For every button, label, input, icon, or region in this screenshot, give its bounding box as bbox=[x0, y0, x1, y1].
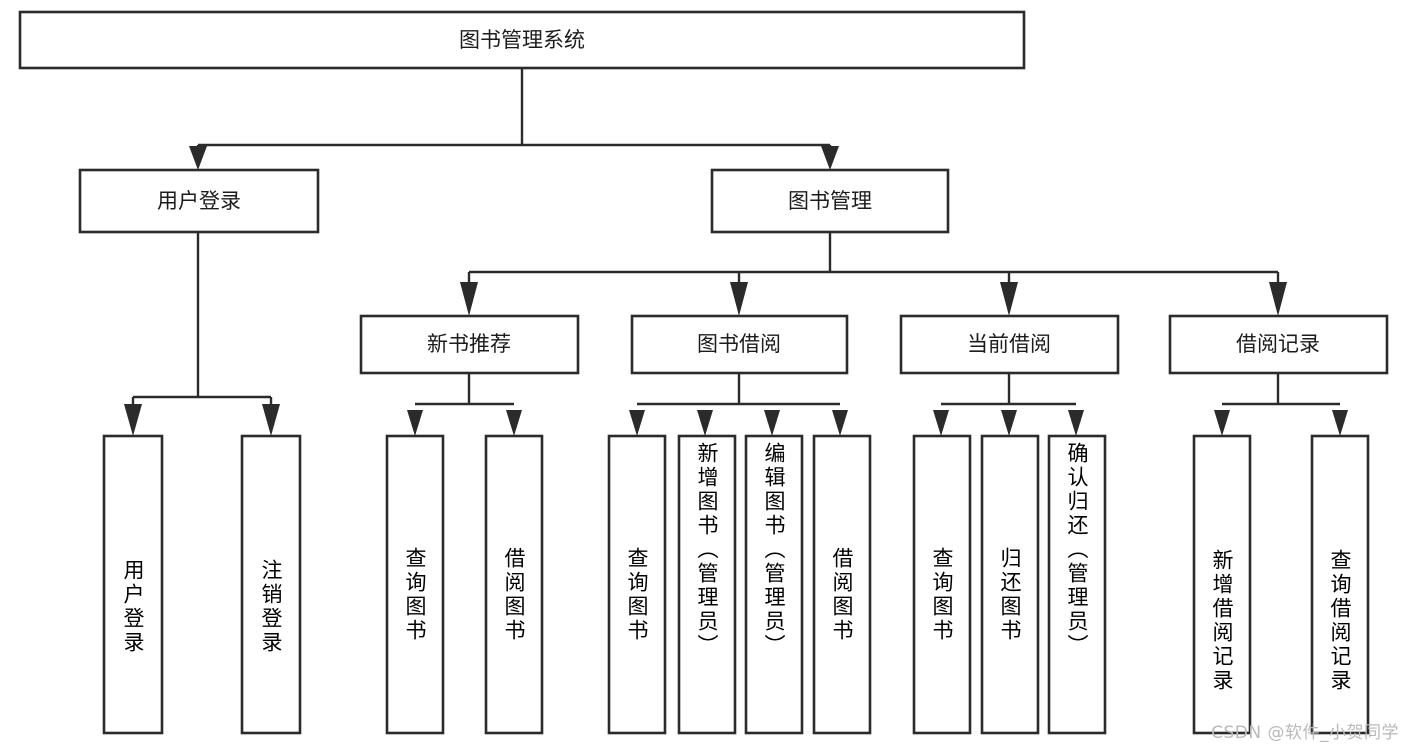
node-leaf-logout-login-label: 注销登录 bbox=[259, 559, 283, 655]
csdn-watermark: CSDN @软件_小贺同学 bbox=[1211, 723, 1399, 743]
node-leaf-borrow-book-2-box[interactable] bbox=[812, 434, 872, 735]
node-leaf-user-login-label: 用户登录 bbox=[121, 559, 145, 655]
node-leaf-borrow-book-1-box[interactable] bbox=[484, 434, 544, 735]
node-leaf-edit-book-box[interactable] bbox=[744, 434, 804, 735]
node-leaf-add-record-label: 新增借阅记录 bbox=[1210, 549, 1234, 693]
node-leaf-confirm-return[interactable]: 确认归还（管理员） bbox=[1047, 434, 1107, 735]
node-current-borrow[interactable]: 当前借阅 bbox=[899, 314, 1120, 375]
arrow-to-borrow-record bbox=[1269, 282, 1287, 316]
node-leaf-logout-login-box[interactable] bbox=[240, 434, 302, 735]
node-current-borrow-box[interactable] bbox=[899, 314, 1120, 375]
arrow-to-leaf-query-book-1 bbox=[407, 410, 423, 436]
node-leaf-query-book-1[interactable]: 查询图书 bbox=[385, 434, 445, 735]
connector-layer bbox=[124, 68, 1348, 436]
node-leaf-return-book-label: 归还图书 bbox=[998, 547, 1022, 643]
node-leaf-add-book-label: 新增图书（管理员） bbox=[695, 442, 719, 658]
node-leaf-query-record[interactable]: 查询借阅记录 bbox=[1310, 434, 1370, 735]
node-leaf-query-book-3[interactable]: 查询图书 bbox=[912, 434, 972, 735]
arrow-to-leaf-confirm-return bbox=[1068, 410, 1084, 436]
arrow-to-current-borrow bbox=[1000, 282, 1018, 316]
node-new-book-recommend-label: 新书推荐 bbox=[427, 332, 511, 356]
arrow-to-leaf-borrow-book-1 bbox=[506, 410, 522, 436]
arrow-to-leaf-query-book-3 bbox=[933, 410, 949, 436]
arrow-to-leaf-query-book-2 bbox=[629, 410, 645, 436]
arrow-to-leaf-query-record bbox=[1332, 410, 1348, 436]
node-leaf-edit-book[interactable]: 编辑图书（管理员） bbox=[744, 434, 804, 735]
arrow-to-user-login bbox=[189, 146, 207, 170]
arrow-to-leaf-add-record bbox=[1214, 410, 1230, 436]
arrow-to-leaf-user-login bbox=[124, 404, 142, 436]
node-borrow-record[interactable]: 借阅记录 bbox=[1168, 314, 1389, 375]
node-new-book-recommend-box[interactable] bbox=[359, 314, 580, 375]
node-leaf-borrow-book-1[interactable]: 借阅图书 bbox=[484, 434, 544, 735]
node-leaf-return-book[interactable]: 归还图书 bbox=[980, 434, 1040, 735]
node-book-borrow-box[interactable] bbox=[630, 314, 849, 375]
node-leaf-query-record-label: 查询借阅记录 bbox=[1328, 549, 1352, 693]
node-borrow-record-box[interactable] bbox=[1168, 314, 1389, 375]
node-user-login[interactable]: 用户登录 bbox=[78, 168, 320, 234]
node-leaf-return-book-box[interactable] bbox=[980, 434, 1040, 735]
arrow-to-leaf-edit-book bbox=[764, 410, 780, 436]
node-leaf-edit-book-label: 编辑图书（管理员） bbox=[762, 442, 786, 658]
node-leaf-query-book-3-label: 查询图书 bbox=[930, 547, 954, 643]
node-leaf-query-book-1-box[interactable] bbox=[385, 434, 445, 735]
arrow-to-new-book-recommend bbox=[460, 282, 478, 316]
node-leaf-user-login-box[interactable] bbox=[102, 434, 164, 735]
arrow-to-book-manage bbox=[821, 146, 839, 170]
node-leaf-user-login[interactable]: 用户登录 bbox=[102, 434, 164, 735]
node-leaf-add-book[interactable]: 新增图书（管理员） bbox=[677, 434, 737, 735]
node-root[interactable]: 图书管理系统 bbox=[18, 10, 1026, 70]
node-leaf-add-book-box[interactable] bbox=[677, 434, 737, 735]
node-leaf-query-record-box[interactable] bbox=[1310, 434, 1370, 735]
arrow-to-leaf-borrow-book-2 bbox=[832, 410, 848, 436]
node-book-manage-box[interactable] bbox=[710, 168, 950, 234]
node-current-borrow-label: 当前借阅 bbox=[967, 332, 1051, 356]
node-book-manage-label: 图书管理 bbox=[788, 189, 872, 213]
arrow-to-leaf-logout-login bbox=[262, 404, 280, 436]
arrow-to-leaf-add-book bbox=[697, 410, 713, 436]
node-root-box[interactable] bbox=[18, 10, 1026, 70]
node-leaf-add-record-box[interactable] bbox=[1192, 434, 1252, 735]
node-book-manage[interactable]: 图书管理 bbox=[710, 168, 950, 234]
node-leaf-query-book-2[interactable]: 查询图书 bbox=[607, 434, 667, 735]
node-leaf-query-book-1-label: 查询图书 bbox=[403, 547, 427, 643]
node-user-login-box[interactable] bbox=[78, 168, 320, 234]
node-leaf-borrow-book-1-label: 借阅图书 bbox=[502, 547, 526, 643]
node-leaf-add-record[interactable]: 新增借阅记录 bbox=[1192, 434, 1252, 735]
node-user-login-label: 用户登录 bbox=[157, 189, 241, 213]
node-new-book-recommend[interactable]: 新书推荐 bbox=[359, 314, 580, 375]
node-leaf-query-book-2-box[interactable] bbox=[607, 434, 667, 735]
node-borrow-record-label: 借阅记录 bbox=[1236, 332, 1320, 356]
arrow-to-leaf-return-book bbox=[1001, 410, 1017, 436]
node-leaf-confirm-return-box[interactable] bbox=[1047, 434, 1107, 735]
node-leaf-borrow-book-2-label: 借阅图书 bbox=[830, 547, 854, 643]
node-leaf-borrow-book-2[interactable]: 借阅图书 bbox=[812, 434, 872, 735]
node-leaf-logout-login[interactable]: 注销登录 bbox=[240, 434, 302, 735]
node-book-borrow-label: 图书借阅 bbox=[697, 332, 781, 356]
arrow-to-book-borrow bbox=[730, 282, 748, 316]
node-book-borrow[interactable]: 图书借阅 bbox=[630, 314, 849, 375]
node-leaf-query-book-3-box[interactable] bbox=[912, 434, 972, 735]
node-leaf-query-book-2-label: 查询图书 bbox=[625, 547, 649, 643]
node-root-label: 图书管理系统 bbox=[459, 28, 585, 52]
node-leaf-confirm-return-label: 确认归还（管理员） bbox=[1065, 442, 1089, 658]
